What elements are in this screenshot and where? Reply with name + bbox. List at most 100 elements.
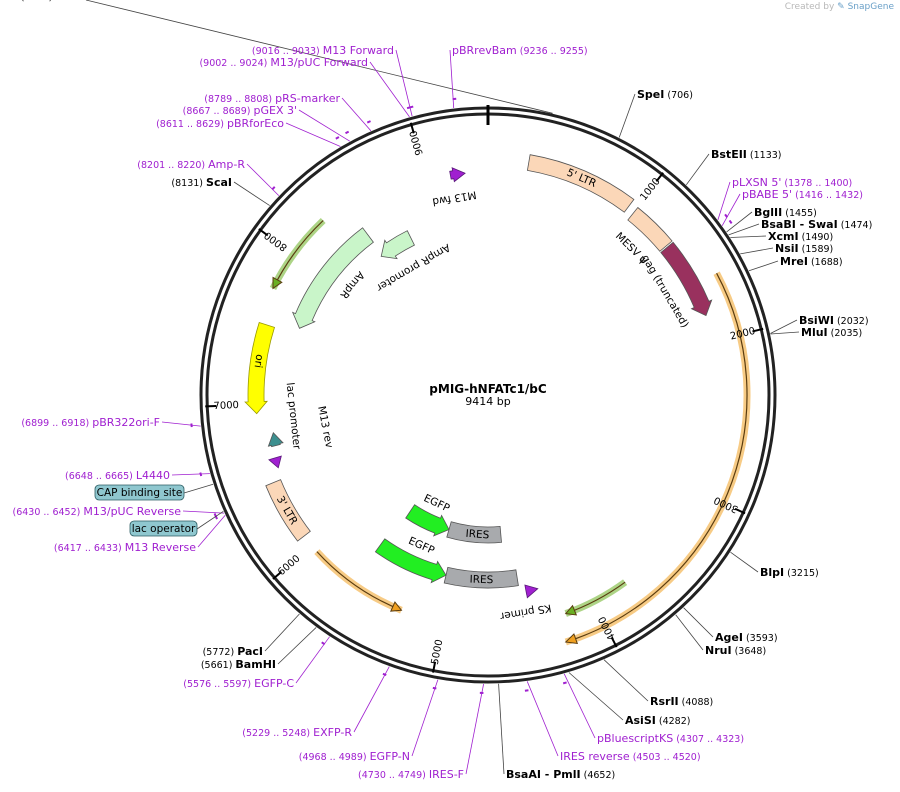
feature-amppromoter: [380, 230, 415, 260]
primer-position: (6899 .. 6918): [21, 418, 92, 429]
leader-line: [748, 260, 779, 272]
leader-line: [770, 331, 800, 335]
enzyme-name: RsrII: [650, 695, 679, 708]
leader-line: [603, 659, 649, 702]
feature-ks-primer-label: KS primer: [498, 601, 552, 622]
boxed-feature-label: lac operator: [132, 523, 196, 535]
primer-name: M13/pUC Reverse: [83, 505, 181, 518]
enzyme-position: (8822): [21, 0, 56, 3]
enzyme-name: NsiI: [775, 242, 799, 255]
feature-egfp-outer: [374, 538, 447, 584]
leader-line: [411, 679, 439, 757]
boxed-feature-badge[interactable]: [94, 484, 185, 501]
primer-position: (1416 .. 1432): [792, 190, 863, 201]
enzyme-site-bglii[interactable]: BglII (1455): [754, 206, 817, 219]
primer-site[interactable]: (6417 .. 6433) M13 Reverse: [54, 541, 196, 554]
leader-line: [730, 235, 767, 238]
feature-lac-promoter-label: lac promoter: [284, 382, 303, 451]
enzyme-position: (2035): [828, 328, 863, 339]
primer-position: (4503 .. 4520): [630, 752, 701, 763]
primer-site[interactable]: pBABE 5' (1416 .. 1432): [742, 188, 863, 201]
enzyme-position: (1455): [782, 208, 817, 219]
primer-site[interactable]: pBluescriptKS (4307 .. 4323): [597, 732, 744, 745]
primer-position: (5229 .. 5248): [242, 728, 313, 739]
primer-position: (4307 .. 4323): [673, 734, 744, 745]
primer-site[interactable]: (8789 .. 8808) pRS-marker: [204, 92, 340, 105]
enzyme-site-bsteii[interactable]: BstEII (1133): [711, 148, 782, 161]
primer-site[interactable]: IRES reverse (4503 .. 4520): [560, 750, 701, 763]
enzyme-position: (4652): [581, 770, 616, 781]
site-labels: SpeI (706) BstEII (1133) BglII (1455)BsaBI…: [13, 0, 873, 781]
enzyme-site-bsabi[interactable]: BsaBI - SwaI (1474): [761, 218, 872, 231]
enzyme-site-bamhi[interactable]: (5661) BamHI: [201, 658, 276, 671]
leader-line: [298, 109, 351, 142]
leader-line: [277, 627, 317, 665]
leader-line: [568, 672, 624, 721]
primer-marker: [335, 136, 340, 140]
primer-site[interactable]: pLXSN 5' (1378 .. 1400): [732, 176, 852, 189]
primer-site[interactable]: (8201 .. 8220) Amp-R: [137, 158, 245, 171]
enzyme-site-agei[interactable]: AgeI (3593): [715, 631, 778, 644]
feature-5ltr: [526, 154, 635, 213]
tick-label: 1000: [638, 176, 662, 203]
enzyme-site-rsrii[interactable]: RsrII (4088): [650, 695, 713, 708]
enzyme-site-bsaai[interactable]: BsaAI - PmlI (4652): [506, 768, 615, 781]
primer-marker: [199, 472, 203, 477]
enzyme-site-nsii[interactable]: NsiI (1589): [775, 242, 833, 255]
enzyme-site-ndei[interactable]: (8822) NdeI: [21, 0, 84, 3]
primer-position: (6430 .. 6452): [13, 507, 84, 518]
primer-site[interactable]: (4730 .. 4749) IRES-F: [358, 768, 464, 781]
primer-position: (8667 .. 8689): [183, 106, 254, 117]
feature-ires-outer-label: IRES: [469, 573, 493, 586]
primer-site[interactable]: (6430 .. 6452) M13/pUC Reverse: [13, 505, 182, 518]
leader-line: [675, 614, 704, 651]
enzyme-name: BstEII: [711, 148, 747, 161]
primer-marker: [271, 186, 276, 191]
orf-arcs: [269, 217, 751, 646]
primer-site[interactable]: pBRrevBam (9236 .. 9255): [452, 44, 588, 57]
leader-line: [233, 181, 270, 206]
primer-name: EGFP-N: [370, 750, 410, 763]
enzyme-site-xcmi[interactable]: XcmI (1490): [768, 230, 833, 243]
feature-egfp-inner: [405, 504, 450, 537]
enzyme-site-asisi[interactable]: AsiSI (4282): [625, 714, 690, 727]
enzyme-site-blpi[interactable]: BlpI (3215): [760, 566, 819, 579]
enzyme-name-alt: - SwaI: [796, 218, 838, 231]
enzyme-name: MreI: [780, 255, 808, 268]
primer-name: pBRrevBam: [452, 44, 517, 57]
boxed-feature-badge[interactable]: [129, 520, 198, 537]
primer-site[interactable]: (6648 .. 6665) L4440: [65, 469, 170, 482]
primer-site[interactable]: (4968 .. 4989) EGFP-N: [299, 750, 410, 763]
enzyme-site-nrui[interactable]: NruI (3648): [705, 644, 766, 657]
enzyme-site-spei[interactable]: SpeI (706): [637, 88, 693, 101]
feature-m13-fwd: [449, 167, 466, 183]
primer-marker: [562, 681, 567, 685]
enzyme-position: (3215): [784, 568, 819, 579]
primer-site[interactable]: (8611 .. 8629) pBRforEco: [156, 117, 284, 130]
primer-site[interactable]: (5229 .. 5248) EXFP-R: [242, 726, 352, 739]
snapgene-credit: Created by ✎ SnapGene: [785, 2, 894, 12]
primer-name: pRS-marker: [275, 92, 340, 105]
primer-name: M13/pUC Forward: [270, 56, 368, 69]
leader-line: [717, 181, 731, 221]
tick-mark: [655, 172, 664, 182]
primer-site[interactable]: (9016 .. 9033) M13 Forward: [252, 44, 394, 57]
primer-name: pGEX 3': [253, 104, 297, 117]
primer-site[interactable]: (9002 .. 9024) M13/pUC Forward: [199, 56, 368, 69]
primer-site[interactable]: (6899 .. 6918) pBR322ori-F: [21, 416, 160, 429]
primer-position: (5576 .. 5597): [183, 679, 254, 690]
enzyme-position: (5772): [203, 647, 238, 658]
leader-line: [85, 0, 553, 114]
tick-label: 8000: [263, 229, 290, 253]
orf-arc-lower-head: [390, 601, 403, 612]
enzyme-site-mlui[interactable]: MluI (2035): [801, 326, 862, 339]
enzyme-site-bsiwi[interactable]: BsiWI (2032): [799, 314, 869, 327]
primer-site[interactable]: (8667 .. 8689) pGEX 3': [183, 104, 297, 117]
primer-site[interactable]: (5576 .. 5597) EGFP-C: [183, 677, 294, 690]
leader-line: [683, 607, 714, 638]
leader-line: [171, 473, 210, 476]
enzyme-site-scai[interactable]: (8131) ScaI: [171, 176, 232, 189]
enzyme-site-mrei[interactable]: MreI (1688): [780, 255, 843, 268]
enzyme-site-paci[interactable]: (5772) PacI: [203, 645, 263, 658]
feature-ks-primer: [524, 584, 539, 599]
